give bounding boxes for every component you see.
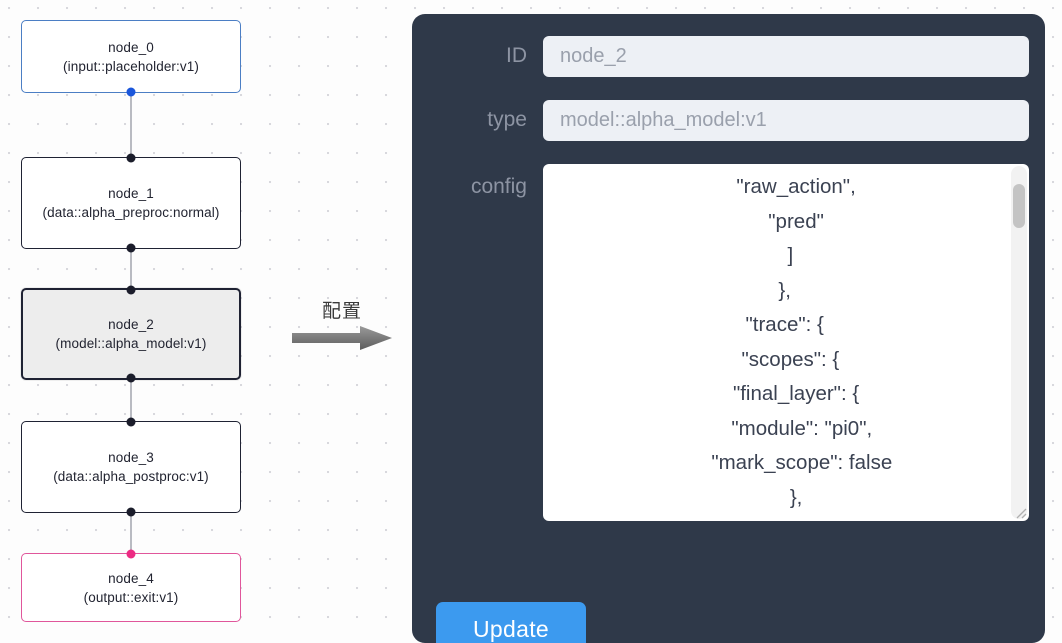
edge-node2-node3 [130,380,132,421]
resize-grip-icon[interactable] [1012,504,1027,519]
id-input[interactable] [543,36,1029,77]
node-config-panel: ID type config "raw_action", "pred" ] },… [412,14,1045,643]
config-scrollbar[interactable] [1011,166,1027,519]
node-type-label: (model::alpha_model:v1) [55,336,207,351]
node-type-label: (data::alpha_postproc:v1) [53,469,209,484]
node-type-label: (output::exit:v1) [83,589,179,605]
node-handle-bottom[interactable] [126,507,136,517]
node-handle-top[interactable] [126,285,136,295]
graph-node-node_2[interactable]: node_2 (model::alpha_model:v1) [21,285,241,383]
node-id-label: node_3 [108,450,154,465]
type-input[interactable] [543,100,1029,141]
graph-node-node_4[interactable]: node_4 (output::exit:v1) [21,549,241,622]
graph-node-node_1[interactable]: node_1 (data::alpha_preproc:normal) [21,153,241,253]
config-field-label: config [470,175,527,198]
config-textarea[interactable]: "raw_action", "pred" ] }, "trace": { "sc… [711,175,893,521]
node-type-label: (input::placeholder:v1) [63,58,199,74]
node-handle-bottom[interactable] [126,87,136,97]
node-type-label: (data::alpha_preproc:normal) [42,205,220,220]
annotation-label: 配置 [321,300,362,322]
node-handle-top[interactable] [126,549,136,559]
type-field-label: type [487,108,527,131]
graph-node-node_0[interactable]: node_0 (input::placeholder:v1) [21,20,241,97]
node-handle-bottom[interactable] [126,373,136,383]
edge-node3-node4 [130,513,132,553]
right-arrow-icon [287,326,397,350]
edge-node1-node2 [130,249,132,288]
annotation-config-arrow: 配置 [287,296,397,350]
update-button[interactable]: Update [436,602,586,643]
node-id-label: node_0 [108,39,154,55]
node-id-label: node_2 [108,317,154,332]
node-graph-canvas[interactable]: node_0 (input::placeholder:v1) node_1 (d… [0,0,400,643]
field-row-type: type [428,100,1029,141]
node-id-label: node_1 [108,186,154,201]
field-row-config: config "raw_action", "pred" ] }, "trace"… [428,164,1029,521]
id-field-label: ID [506,44,527,67]
config-scrollbar-thumb[interactable] [1013,184,1025,228]
node-id-label: node_4 [108,570,154,586]
node-handle-top[interactable] [126,153,136,163]
field-row-id: ID [428,36,1029,77]
node-handle-top[interactable] [126,417,136,427]
graph-node-node_3[interactable]: node_3 (data::alpha_postproc:v1) [21,417,241,517]
node-handle-bottom[interactable] [126,243,136,253]
config-textarea-wrapper[interactable]: "raw_action", "pred" ] }, "trace": { "sc… [543,164,1029,521]
edge-node0-node1 [130,93,132,157]
